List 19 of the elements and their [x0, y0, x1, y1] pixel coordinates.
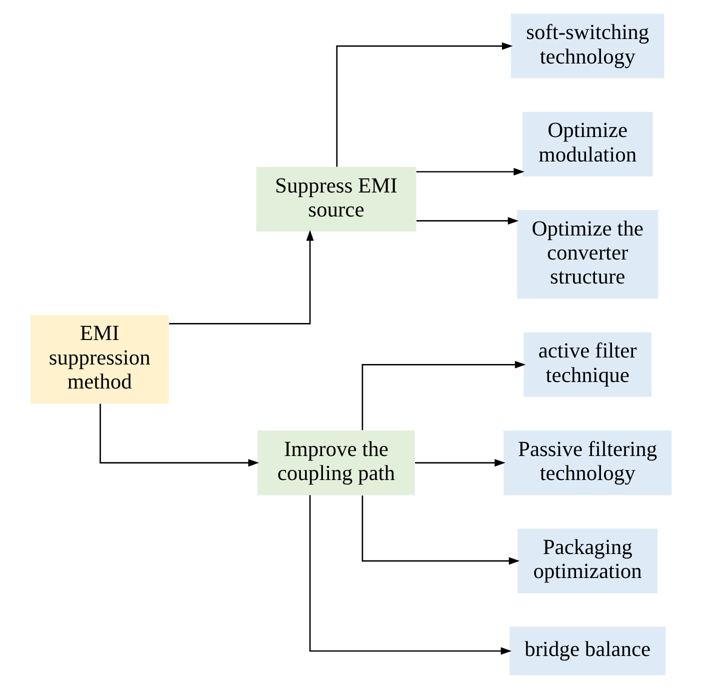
node-box: Packaging optimization [518, 528, 658, 594]
node-box: Suppress EMI source [256, 167, 416, 232]
arrow [309, 495, 512, 655]
arrow [416, 217, 519, 225]
arrow [100, 404, 260, 467]
node-box: soft-switching technology [510, 14, 664, 78]
arrow [362, 360, 526, 430]
node-box: Improve the coupling path [258, 430, 415, 496]
node-box: Optimize the converter structure [517, 210, 658, 299]
node-box: EMI suppression method [30, 314, 169, 404]
node-box: Passive filtering technology [504, 430, 672, 496]
node-box: Optimize modulation [522, 112, 653, 176]
node-box: bridge balance [510, 626, 666, 676]
node-box: active filter technique [524, 332, 652, 397]
arrow [362, 495, 520, 565]
arrow [416, 168, 524, 176]
arrow [169, 230, 314, 324]
arrow [415, 459, 506, 467]
arrow [336, 42, 513, 167]
